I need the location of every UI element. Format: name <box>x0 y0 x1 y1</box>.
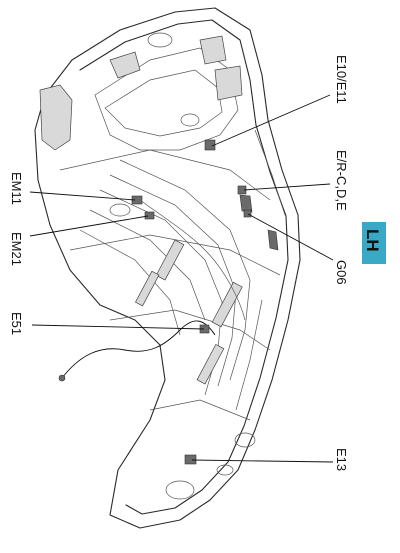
side-badge-label: LH <box>363 229 382 252</box>
callout-e10-e11: E10/E11 <box>334 55 349 104</box>
callout-em21: EM21 <box>9 232 24 266</box>
callout-g06: G06 <box>334 260 349 285</box>
callout-em11: EM11 <box>9 172 24 205</box>
callout-e51: E51 <box>9 312 24 335</box>
floor-pan-drawing <box>34 7 301 529</box>
callout-e-r-c-d-e: E/R-C,D,E <box>334 150 349 211</box>
callout-e13: E13 <box>334 448 349 471</box>
leader-lines <box>29 94 334 463</box>
side-badge: LH <box>362 222 386 264</box>
